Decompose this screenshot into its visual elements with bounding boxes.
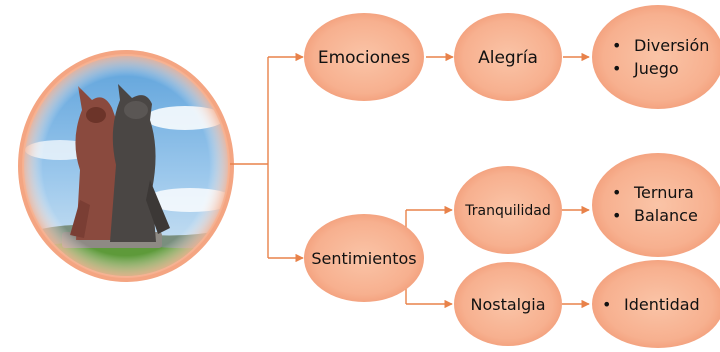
node-tranquilidad: Tranquilidad [454, 166, 562, 254]
sculpture-photo [18, 50, 234, 282]
list-alegria: • Diversión • Juego [592, 5, 720, 109]
list-item-identidad: Identidad [624, 295, 700, 314]
bullet-ternura: • [612, 183, 621, 202]
list-item-ternura: Ternura [633, 183, 694, 202]
list-item-diversion: Diversión [634, 36, 709, 55]
node-nostalgia: Nostalgia [454, 262, 562, 346]
list-item-balance: Balance [634, 206, 698, 225]
bullet-diversion: • [612, 36, 621, 55]
list-tranquilidad: • Ternura • Balance [592, 153, 720, 257]
node-sentimientos: Sentimientos [304, 214, 424, 302]
bullet-identidad: • [602, 295, 611, 314]
node-alegria-label: Alegría [478, 48, 538, 68]
node-alegria: Alegría [454, 13, 562, 101]
bullet-juego: • [612, 59, 621, 78]
node-nostalgia-label: Nostalgia [470, 295, 545, 314]
bullet-balance: • [612, 206, 621, 225]
list-nostalgia: • Identidad [592, 260, 720, 348]
node-tranquilidad-label: Tranquilidad [464, 203, 550, 219]
node-sentimientos-label: Sentimientos [311, 249, 416, 268]
node-emociones: Emociones [304, 13, 424, 101]
list-item-juego: Juego [633, 59, 679, 78]
node-emociones-label: Emociones [318, 48, 410, 68]
